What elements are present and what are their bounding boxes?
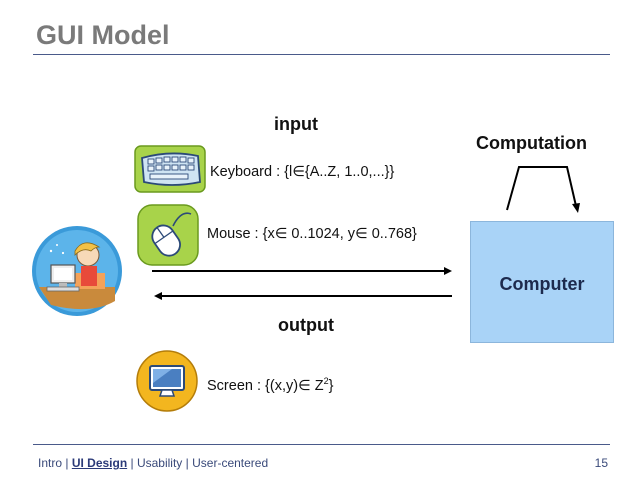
input-arrow-head (444, 267, 452, 275)
keyboard-icon (134, 145, 206, 193)
page-number: 15 (594, 456, 608, 470)
output-arrow-head (154, 292, 162, 300)
footer-link-ui-design[interactable]: UI Design (71, 456, 128, 470)
footer-nav: Intro | UI Design | Usability | User-cen… (38, 456, 269, 470)
slide-title: GUI Model (36, 20, 170, 50)
mouse-icon (137, 204, 199, 266)
mouse-mapping-text: Mouse : {x∈ 0..1024, y∈ 0..768} (207, 226, 417, 242)
computer-box: Computer (470, 221, 614, 343)
screen-mapping-text: Screen : {(x,y)∈ Z2} (207, 376, 334, 394)
computer-label: Computer (499, 273, 585, 294)
footer-divider (33, 444, 610, 445)
computation-arrow-head (572, 203, 580, 213)
footer-link-usability[interactable]: Usability (136, 456, 183, 470)
input-label: input (274, 114, 318, 134)
footer-link-user-centered[interactable]: User-centered (192, 456, 269, 470)
header-divider (33, 54, 610, 55)
footer-link-intro[interactable]: Intro (38, 456, 63, 470)
user-at-computer-icon (32, 226, 122, 316)
monitor-icon (136, 350, 198, 412)
computation-label: Computation (476, 133, 587, 153)
keyboard-mapping-text: Keyboard : {l∈{A..Z, 1..0,...}} (210, 164, 395, 180)
output-label: output (278, 315, 334, 335)
